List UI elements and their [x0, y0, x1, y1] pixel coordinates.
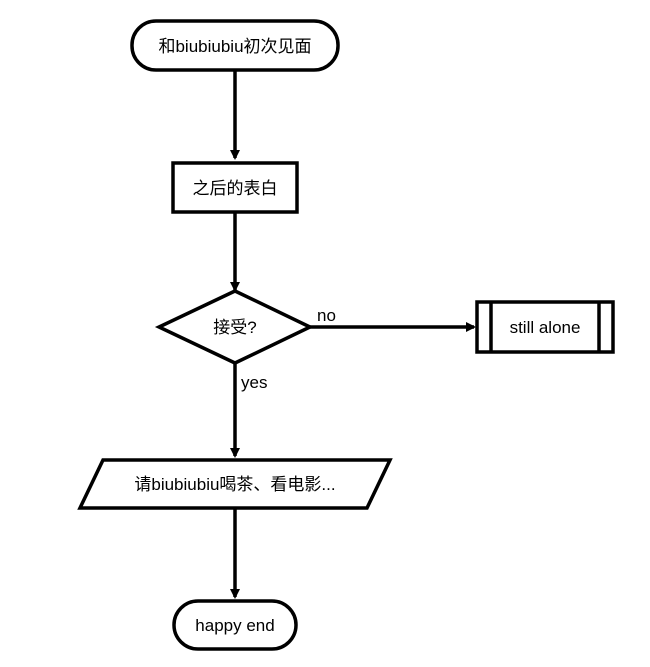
edge-label-no: no: [317, 306, 336, 325]
node-confess-label: 之后的表白: [193, 179, 278, 198]
node-invite-label: 请biubiubiu喝茶、看电影...: [134, 475, 335, 494]
node-alone: still alone: [475, 300, 615, 354]
node-start: 和biubiubiu初次见面: [130, 19, 340, 72]
node-alone-label: still alone: [510, 318, 581, 337]
edge-label-yes: yes: [241, 373, 267, 392]
node-end: happy end: [172, 599, 298, 651]
node-confess: 之后的表白: [171, 161, 299, 214]
node-invite: 请biubiubiu喝茶、看电影...: [77, 458, 393, 510]
node-end-label: happy end: [195, 616, 274, 635]
node-decision: 接受?: [154, 289, 315, 365]
node-start-label: 和biubiubiu初次见面: [158, 37, 311, 56]
node-decision-label: 接受?: [213, 318, 256, 337]
